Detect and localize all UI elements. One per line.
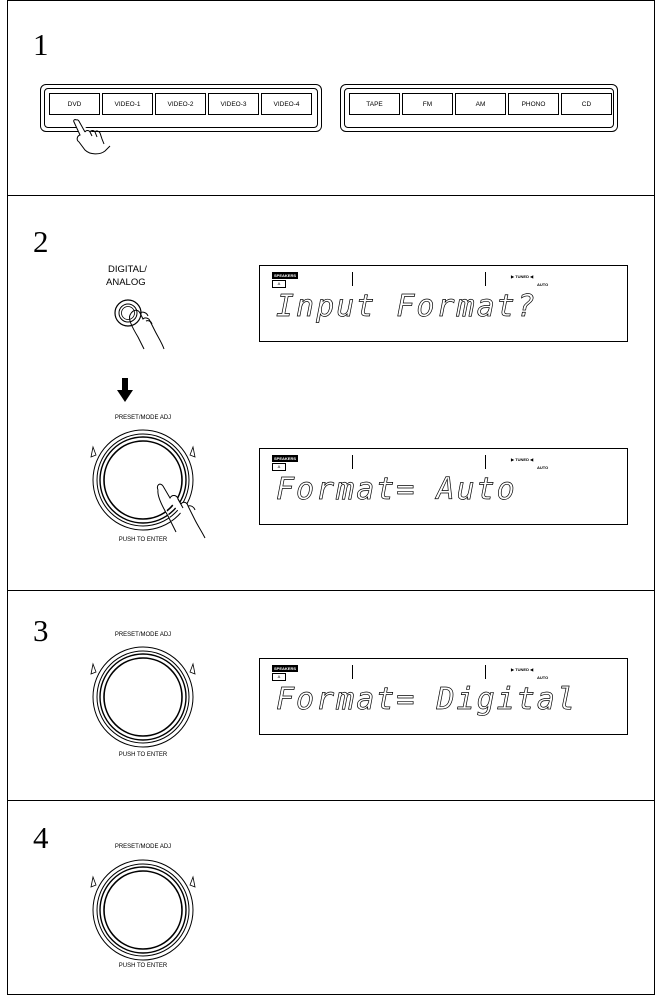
video3-button[interactable]: VIDEO-3 bbox=[208, 93, 259, 115]
tuned-indicator: ▶ TUNED ◀ bbox=[511, 667, 534, 672]
knob-bottom-label-3: PUSH TO ENTER bbox=[118, 752, 168, 758]
rotary-knob-icon[interactable] bbox=[84, 642, 204, 752]
input-selector-group-right: TAPE FM AM PHONO CD bbox=[340, 84, 618, 132]
tuned-indicator: ▶ TUNED ◀ bbox=[511, 457, 534, 462]
step-number-2: 2 bbox=[33, 224, 49, 259]
rotary-knob-icon[interactable] bbox=[84, 425, 204, 535]
digital-analog-label-line2: ANALOG bbox=[106, 277, 146, 288]
display-panel-3: SPEAKERS A ▶ TUNED ◀ AUTO Format= Digita… bbox=[259, 658, 628, 735]
auto-indicator: AUTO bbox=[537, 675, 549, 680]
divider-top bbox=[7, 0, 655, 1]
am-button[interactable]: AM bbox=[455, 93, 506, 115]
video1-button[interactable]: VIDEO-1 bbox=[102, 93, 153, 115]
speakers-a-indicator: A bbox=[272, 463, 286, 471]
speakers-indicator: SPEAKERS bbox=[272, 455, 299, 462]
knob-bottom-label-2: PUSH TO ENTER bbox=[118, 537, 168, 543]
display-tick bbox=[485, 665, 486, 679]
knob-top-label-2: PRESET/MODE ADJ bbox=[114, 415, 172, 421]
step-number-4: 4 bbox=[33, 820, 49, 855]
display-panel-1: SPEAKERS A ▶ TUNED ◀ AUTO Input Format? bbox=[259, 265, 628, 342]
knob-top-label-3: PRESET/MODE ADJ bbox=[114, 632, 172, 638]
phono-button[interactable]: PHONO bbox=[508, 93, 559, 115]
display-message-1: Input Format? bbox=[276, 289, 537, 325]
display-tick bbox=[352, 272, 353, 286]
fm-button[interactable]: FM bbox=[402, 93, 453, 115]
rotary-knob-icon[interactable] bbox=[84, 855, 204, 965]
digital-analog-label-line1: DIGITAL/ bbox=[108, 264, 147, 275]
speakers-indicator: SPEAKERS bbox=[272, 272, 299, 279]
tape-button[interactable]: TAPE bbox=[349, 93, 400, 115]
pointing-hand-icon bbox=[73, 119, 111, 155]
step-number-1: 1 bbox=[33, 27, 49, 62]
divider-3 bbox=[7, 800, 655, 801]
video4-button[interactable]: VIDEO-4 bbox=[261, 93, 312, 115]
display-tick bbox=[485, 272, 486, 286]
tuned-indicator: ▶ TUNED ◀ bbox=[511, 274, 534, 279]
divider-2 bbox=[7, 590, 655, 591]
auto-indicator: AUTO bbox=[537, 465, 549, 470]
display-tick bbox=[352, 665, 353, 679]
display-message-2: Format= Auto bbox=[276, 472, 517, 508]
page-frame bbox=[7, 0, 655, 995]
cd-button[interactable]: CD bbox=[561, 93, 612, 115]
knob-bottom-label-4: PUSH TO ENTER bbox=[118, 963, 168, 969]
dvd-button[interactable]: DVD bbox=[49, 93, 100, 115]
step-number-3: 3 bbox=[33, 613, 49, 648]
divider-bottom bbox=[7, 994, 655, 995]
down-arrow-icon bbox=[117, 378, 133, 402]
display-tick bbox=[352, 455, 353, 469]
speakers-a-indicator: A bbox=[272, 673, 286, 681]
display-message-3: Format= Digital bbox=[276, 682, 577, 718]
divider-1 bbox=[7, 195, 655, 196]
knob-top-label-4: PRESET/MODE ADJ bbox=[114, 844, 172, 850]
pointing-hand-icon bbox=[157, 483, 206, 539]
speakers-a-indicator: A bbox=[272, 280, 286, 288]
auto-indicator: AUTO bbox=[537, 282, 549, 287]
input-selector-group-left: DVD VIDEO-1 VIDEO-2 VIDEO-3 VIDEO-4 bbox=[40, 84, 322, 132]
speakers-indicator: SPEAKERS bbox=[272, 665, 299, 672]
display-tick bbox=[485, 455, 486, 469]
video2-button[interactable]: VIDEO-2 bbox=[155, 93, 206, 115]
round-button-icon[interactable] bbox=[110, 297, 190, 357]
display-panel-2: SPEAKERS A ▶ TUNED ◀ AUTO Format= Auto bbox=[259, 448, 628, 525]
